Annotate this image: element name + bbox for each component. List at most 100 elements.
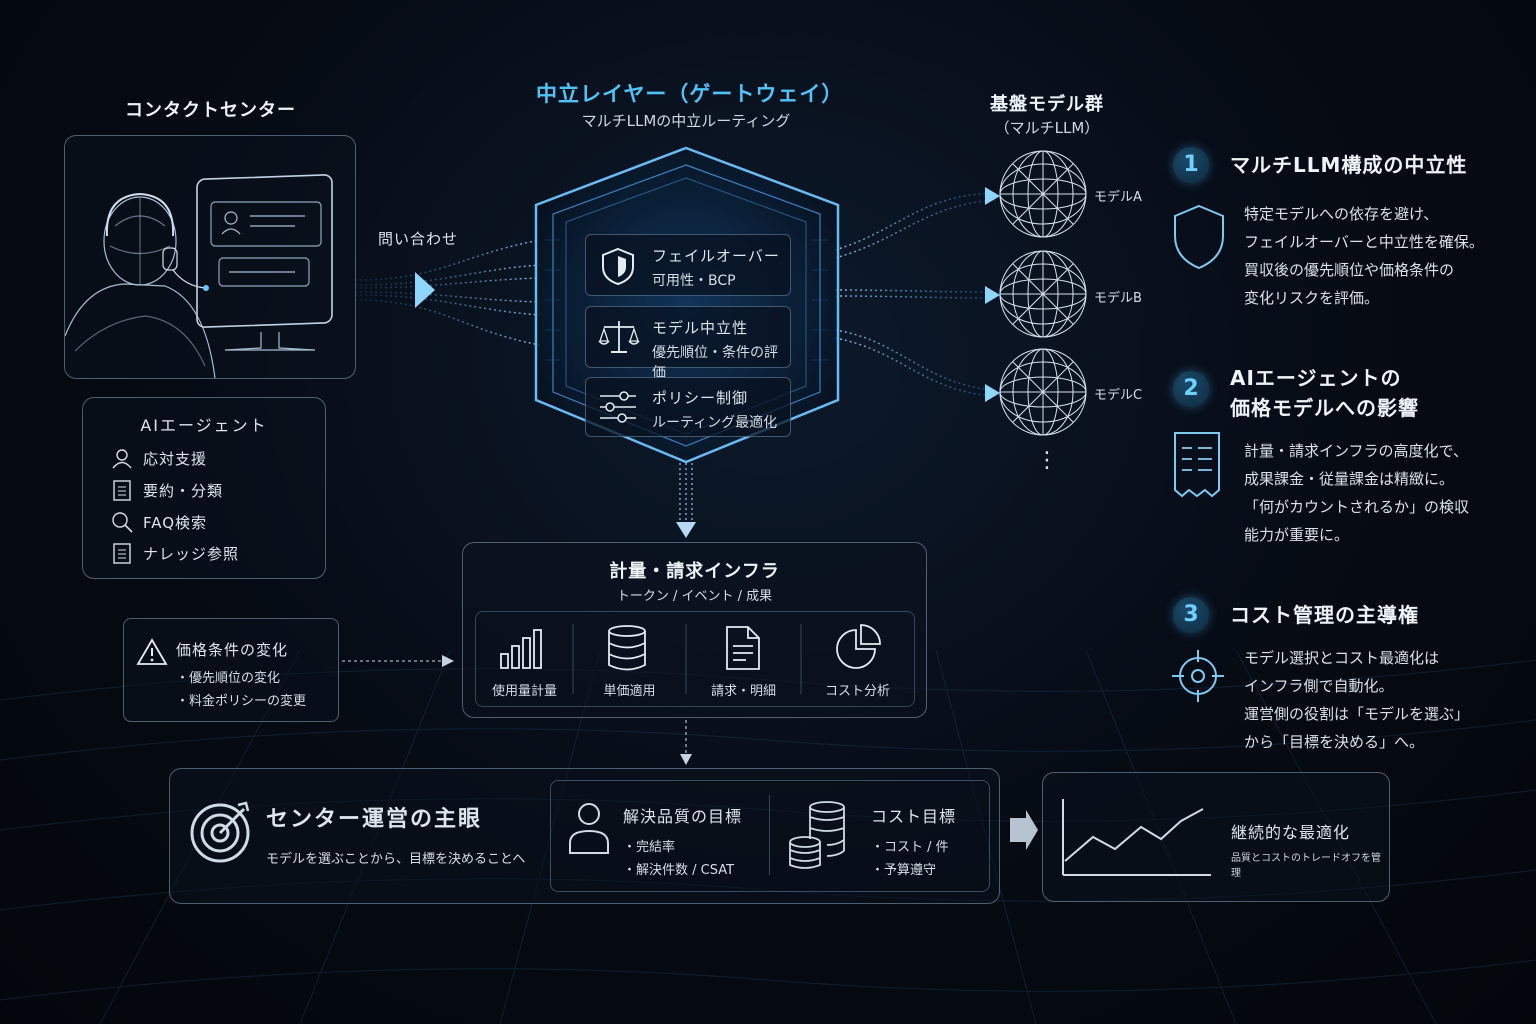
warning-icon xyxy=(136,638,168,665)
price-change-panel: 価格条件の変化 ・優先順位の変化 ・料金ポリシーの変更 xyxy=(123,618,339,722)
model-c-label: モデルC xyxy=(1094,388,1143,403)
point-2-line: 成果課金・従量課金は精緻に。 xyxy=(1244,470,1455,488)
point-3-body: モデル選択とコスト最適化は インフラ側で自動化。 運営側の役割は「モデルを選ぶ」… xyxy=(1244,644,1469,756)
billing-title: 計量・請求インフラ xyxy=(609,561,780,582)
model-a-arrow xyxy=(985,187,1000,205)
receipt-icon xyxy=(1174,432,1220,498)
billing-panel: 計量・請求インフラ トークン / イベント / 成果 使用量計量 xyxy=(462,542,927,718)
operations-panel: センター運営の主眼 モデルを選ぶことから、目標を決めることへ 解決品質の目標 ・… xyxy=(169,768,1000,904)
balance-scale-icon xyxy=(598,321,640,353)
shield-icon xyxy=(602,247,634,285)
point-3-line: モデル選択とコスト最適化は xyxy=(1244,649,1440,667)
optimization-title: 継続的な最適化 xyxy=(1231,823,1351,842)
models-title: 基盤モデル群 xyxy=(990,94,1104,115)
search-icon xyxy=(112,512,133,533)
document-icon xyxy=(113,480,131,501)
point-2-body: 計量・請求インフラの高度化で、 成果課金・従量課金は精緻に。 「何がカウントされ… xyxy=(1244,437,1469,549)
operations-subtitle: モデルを選ぶことから、目標を決めることへ xyxy=(266,852,526,867)
gateway-title: 中立レイヤー（ゲートウェイ） xyxy=(536,82,844,106)
bullseye-target-icon xyxy=(190,801,250,863)
trend-line-icon xyxy=(1062,799,1211,876)
point-2-line: 「何がカウントされるか」の検収 xyxy=(1244,498,1470,516)
pie-chart-icon xyxy=(836,624,881,669)
point-2-line: 能力が重要に。 xyxy=(1244,526,1350,544)
policy-card: ポリシー制御 ルーティング最適化 xyxy=(585,377,791,437)
goals-divider xyxy=(769,795,770,875)
ai-agent-title: AIエージェント xyxy=(140,416,268,435)
ai-agent-panel: AIエージェント 応対支援 要約・分類 FAQ検索 ナレッジ参照 xyxy=(82,397,326,579)
inquiry-label: 問い合わせ xyxy=(378,230,459,248)
user-icon xyxy=(112,449,132,469)
inquiry-flow-lines xyxy=(354,239,541,346)
sliders-icon xyxy=(600,391,636,423)
failover-card: フェイルオーバー 可用性・BCP xyxy=(585,234,791,296)
billing-dividers xyxy=(572,624,802,694)
contact-center-panel xyxy=(64,135,356,379)
point-1-line: 買収後の優先順位や価格条件の xyxy=(1244,261,1455,279)
target-crosshair-icon xyxy=(1172,650,1224,702)
optimization-panel: 継続的な最適化 品質とコストのトレードオフを管理 xyxy=(1042,772,1390,902)
knowledge-icon xyxy=(113,543,131,564)
quality-goal-item-completion: ・完結率 xyxy=(623,840,676,855)
person-icon xyxy=(569,803,609,854)
quality-goal-item-resolutions: ・解決件数 / CSAT xyxy=(623,863,735,878)
ai-agent-item-summary: 要約・分類 xyxy=(143,482,224,500)
cost-goal-title: コスト目標 xyxy=(871,807,957,826)
point-3-line: から「目標を決める」へ。 xyxy=(1244,733,1425,751)
inquiry-arrow-head xyxy=(415,272,435,308)
point-1-line: 特定モデルへの依存を避け、 xyxy=(1244,205,1439,223)
price-change-item-policy: ・料金ポリシーの変更 xyxy=(176,694,307,709)
models-subtitle: （マルチLLM） xyxy=(994,119,1100,137)
quality-goal-title: 解決品質の目標 xyxy=(623,807,743,826)
price-change-item-priority: ・優先順位の変化 xyxy=(176,671,281,686)
database-icon xyxy=(608,625,646,671)
billing-items-box: 使用量計量 単価適用 請求・明細 xyxy=(475,611,915,707)
shield-outline-icon xyxy=(1174,204,1224,270)
billing-item-usage: 使用量計量 xyxy=(491,684,557,699)
point-2-title-line2: 価格モデルへの影響 xyxy=(1230,396,1419,420)
model-c-arrow xyxy=(985,384,1000,402)
more-models-ellipsis: ⋮ xyxy=(1036,448,1058,473)
point-1-body: 特定モデルへの依存を避け、 フェイルオーバーと中立性を確保。 買収後の優先順位や… xyxy=(1244,200,1484,312)
model-b-arrow xyxy=(985,286,1000,304)
point-1-number: 1 xyxy=(1173,147,1209,183)
point-3-number: 3 xyxy=(1173,597,1209,633)
billing-item-unit-price: 単価適用 xyxy=(603,684,656,699)
model-a-label: モデルA xyxy=(1094,190,1142,205)
failover-sub: 可用性・BCP xyxy=(652,273,736,289)
price-change-title: 価格条件の変化 xyxy=(176,641,289,659)
point-1-title: マルチLLM構成の中立性 xyxy=(1230,153,1468,177)
optimization-arrow xyxy=(1010,810,1038,850)
gateway-subtitle: マルチLLMの中立ルーティング xyxy=(581,112,791,130)
contact-center-title: コンタクトセンター xyxy=(125,100,296,121)
ai-agent-item-faq: FAQ検索 xyxy=(143,514,208,532)
neutrality-title: モデル中立性 xyxy=(652,319,749,337)
coin-stack-icon xyxy=(789,801,845,869)
ai-agent-item-knowledge: ナレッジ参照 xyxy=(143,545,240,563)
gateway-down-arrow xyxy=(679,458,693,525)
operator-illustration xyxy=(64,174,333,379)
gateway-down-arrow-head xyxy=(676,522,696,538)
neutrality-card: モデル中立性 優先順位・条件の評価 xyxy=(585,306,791,381)
model-b-label: モデルB xyxy=(1094,291,1142,306)
failover-title: フェイルオーバー xyxy=(652,247,780,265)
billing-item-cost-analysis: コスト分析 xyxy=(824,684,890,699)
optimization-subtitle: 品質とコストのトレードオフを管理 xyxy=(1231,853,1381,879)
point-3-title: コスト管理の主導権 xyxy=(1230,603,1419,627)
point-1-line: フェイルオーバーと中立性を確保。 xyxy=(1244,233,1484,251)
billing-down-arrow-head xyxy=(680,754,692,765)
point-2-line: 計量・請求インフラの高度化で、 xyxy=(1244,442,1468,460)
policy-sub: ルーティング最適化 xyxy=(652,415,778,431)
invoice-icon xyxy=(726,626,760,670)
price-change-arrow-head xyxy=(442,655,454,667)
cost-goal-item-per-case: ・コスト / 件 xyxy=(871,840,949,855)
point-3-line: インフラ側で自動化。 xyxy=(1244,677,1394,695)
operations-goals-box: 解決品質の目標 ・完結率 ・解決件数 / CSAT コスト目標 ・コスト / 件… xyxy=(550,780,990,892)
policy-title: ポリシー制御 xyxy=(652,389,749,407)
operations-title: センター運営の主眼 xyxy=(266,807,483,832)
billing-item-invoice: 請求・明細 xyxy=(710,684,776,699)
ai-agent-item-support: 応対支援 xyxy=(143,450,208,468)
point-2-title: AIエージェントの 価格モデルへの影響 xyxy=(1230,363,1419,423)
billing-subtitle: トークン / イベント / 成果 xyxy=(616,589,773,604)
